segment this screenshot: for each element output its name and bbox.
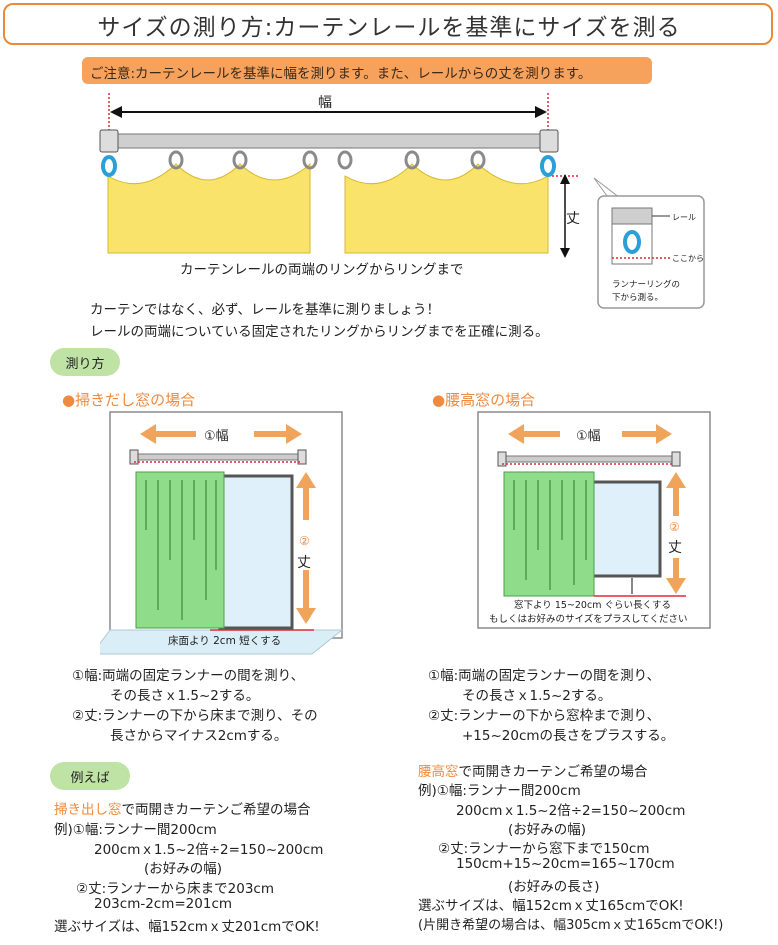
bullet-dot-icon: ● [62,391,76,409]
rail-diagram [99,93,580,258]
right-example-line8: (片開き希望の場合は、幅305cmｘ丈165cmでOK!) [418,918,724,933]
notice-banner: ご注意:カーテンレールを基準に幅を測ります。また、レールからの丈を測ります。 [82,57,652,84]
right-example-line4: ②丈:ランナーから窓下まで150cm [438,841,650,857]
inset-from-here-label: ここから [672,254,704,263]
right-desc1b: その長さｘ1.5~2する。 [462,688,612,704]
right-desc1a: ①幅:両端の固定ランナーの間を測り、 [428,668,661,684]
example-badge: 例えば [50,762,130,790]
left-example-line4: ②丈:ランナーから床まで203cm [76,881,274,897]
right-example-line3: (お好みの幅) [508,822,587,838]
inset-callout [593,177,705,309]
left-desc2a: ②丈:ランナーの下から床まで測り、その [72,708,318,724]
page-title: サイズの測り方:カーテンレールを基準にサイズを測る [97,15,681,41]
sweep-window-illustration [100,411,344,655]
intro-line1: カーテンではなく、必ず、レールを基準に測りましょう！ [90,302,441,318]
diagram-caption: カーテンレールの両端のリングからリングまで [180,262,464,278]
sill-note2: もしくはお好みのサイズをプラスしてください [489,614,688,625]
right-length-label: 丈 [668,540,682,556]
inset-rail-label: レール [672,213,696,222]
left-length-num: ② [299,534,310,548]
right-desc2a: ②丈:ランナーの下から窓枠まで測り、 [428,708,661,724]
right-case-heading: ●腰高窓の場合 [432,391,536,409]
width-label: 幅 [318,95,332,111]
left-example-line2: 200cmｘ1.5~2倍÷2=150~200cm [94,842,324,858]
left-desc2b: 長さからマイナス2cmする。 [110,728,288,744]
right-example-line1: 例)①幅:ランナー間200cm [418,783,581,799]
floor-note: 床面より 2cm 短くする [168,635,282,647]
left-example-line5: 203cm-2cm=201cm [94,896,233,912]
left-example-line6: 選ぶサイズは、幅152cmｘ丈201cmでOK! [54,919,320,935]
left-case-heading: ●掃きだし窓の場合 [62,391,196,409]
right-desc2b: +15~20cmの長さをプラスする。 [462,728,675,744]
left-example-line3: (お好みの幅) [144,861,223,877]
inset-note-line1: ランナーリングの [612,280,681,290]
waist-window-illustration [477,411,711,629]
left-example-heading: 掃き出し窓で両開きカーテンご希望の場合 [54,802,311,818]
inset-note-line2: 下から測る。 [612,293,664,303]
right-example-line7: 選ぶサイズは、幅152cmｘ丈165cmでOK! [418,898,684,914]
bullet-dot-icon: ● [432,391,446,409]
left-width-label: ①幅 [204,429,229,444]
measure-method-badge: 測り方 [50,348,120,376]
intro-line2: レールの両端についている固定されたリングからリングまでを正確に測る。 [90,324,549,340]
right-example-heading: 腰高窓で両開きカーテンご希望の場合 [418,764,648,780]
right-example-line2: 200cmｘ1.5~2倍÷2=150~200cm [456,803,686,819]
left-desc1a: ①幅:両端の固定ランナーの間を測り、 [72,668,305,684]
left-length-label: 丈 [297,555,311,571]
right-example-line6: (お好みの長さ) [508,879,600,895]
left-example-line1: 例)①幅:ランナー間200cm [54,822,217,838]
right-width-label: ①幅 [576,429,601,444]
left-desc1b: その長さｘ1.5~2する。 [110,688,260,704]
right-length-num: ② [669,520,680,534]
sill-note1: 窓下より 15~20cm ぐらい長くする [514,600,671,611]
title-frame [3,3,773,45]
right-example-line5: 150cm+15~20cm=165~170cm [456,856,675,872]
length-label: 丈 [566,211,580,227]
